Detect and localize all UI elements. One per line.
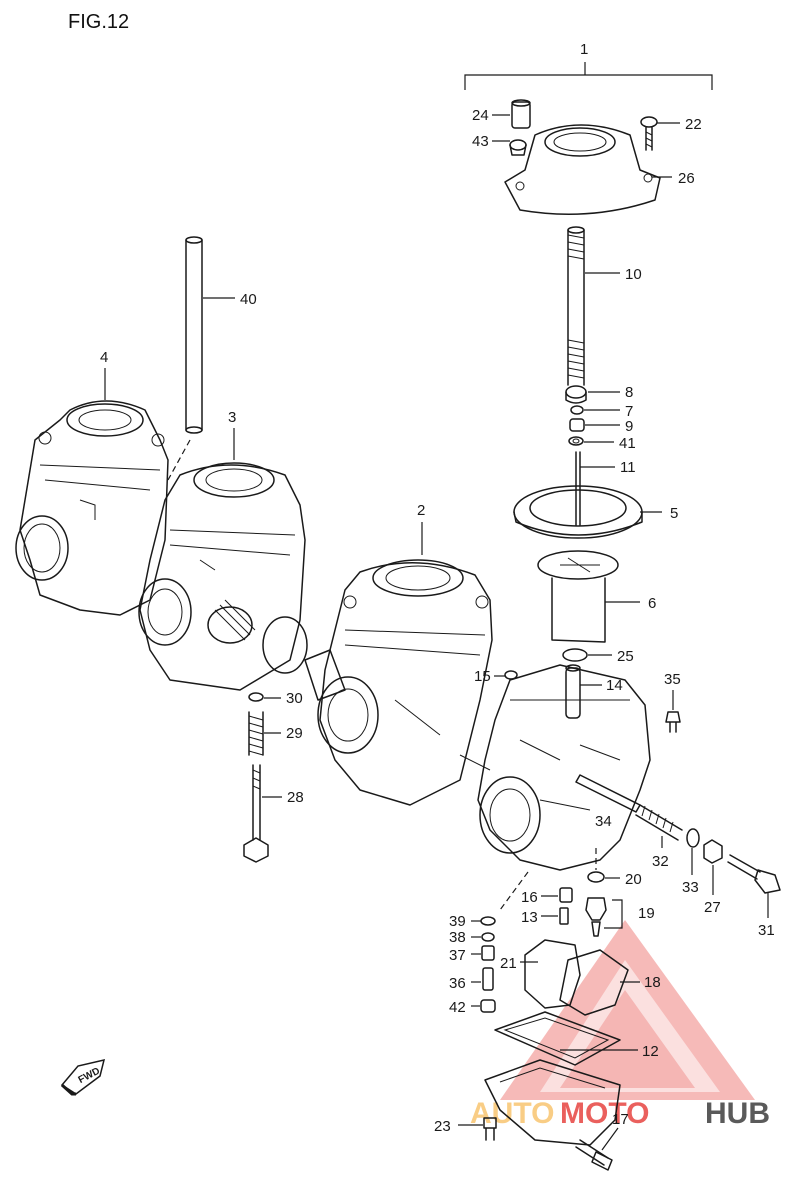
callout-37: 37	[449, 947, 466, 964]
part-33-washer	[686, 828, 700, 848]
callout-4: 4	[100, 349, 108, 366]
callout-8: 8	[625, 384, 633, 401]
part-15-o-ring	[504, 670, 518, 680]
callout-5: 5	[670, 505, 678, 522]
part-42-cap	[480, 999, 496, 1013]
part-16-jet	[559, 887, 573, 903]
callout-20: 20	[625, 871, 642, 888]
callout-23: 23	[434, 1118, 451, 1135]
part-19-float-valve	[585, 897, 607, 937]
callout-3: 3	[228, 409, 236, 426]
callout-35: 35	[664, 671, 681, 688]
part-27-nut	[703, 839, 723, 864]
leader-line-17	[601, 1127, 619, 1151]
callout-13: 13	[521, 909, 538, 926]
part-21-float	[524, 939, 581, 1009]
carburetor-2	[304, 559, 493, 806]
callout-43: 43	[472, 133, 489, 150]
callout-30: 30	[286, 690, 303, 707]
callout-38: 38	[449, 929, 466, 946]
connector-line-2	[499, 871, 529, 911]
part-8-seat	[565, 385, 587, 404]
callout-12: 12	[642, 1043, 659, 1060]
callout-25: 25	[617, 648, 634, 665]
callout-36: 36	[449, 975, 466, 992]
leader-line-19	[604, 899, 623, 929]
callout-19: 19	[638, 905, 655, 922]
callout-18: 18	[644, 974, 661, 991]
callout-2: 2	[417, 502, 425, 519]
watermark-logo	[500, 920, 755, 1100]
callout-16: 16	[521, 889, 538, 906]
callout-21: 21	[500, 955, 517, 972]
part-11-needle	[575, 451, 581, 526]
callout-31: 31	[758, 922, 775, 939]
callout-26: 26	[678, 170, 695, 187]
part-31-adjust-screw	[727, 854, 781, 894]
svg-text:MOTO: MOTO	[560, 1097, 649, 1130]
callout-40: 40	[240, 291, 257, 308]
carburetor-body-14	[477, 664, 651, 871]
part-22-screw	[640, 116, 658, 151]
callout-22: 22	[685, 116, 702, 133]
float-bowl	[484, 1059, 621, 1146]
part-24-cap	[511, 99, 531, 129]
part-18-float	[559, 949, 629, 1016]
callout-1: 1	[580, 41, 588, 58]
carburetor-4	[15, 400, 169, 616]
part-12-gasket	[494, 1011, 621, 1066]
callout-11: 11	[620, 459, 636, 476]
part-35-screw	[665, 711, 681, 733]
part-13-jet	[559, 907, 569, 925]
carburetor-3	[138, 462, 308, 691]
part-29-spring	[248, 711, 264, 756]
part-10-spring	[567, 226, 585, 386]
assembly-bracket-1	[464, 62, 713, 90]
callout-24: 24	[472, 107, 489, 124]
callout-6: 6	[648, 595, 656, 612]
svg-text:HUB: HUB	[705, 1097, 770, 1130]
part-28-bolt	[243, 764, 269, 863]
part-5-diaphragm	[513, 485, 643, 539]
callout-17: 17	[612, 1111, 629, 1128]
part-23-bolt	[483, 1117, 497, 1141]
figure-title: FIG.12	[68, 11, 129, 33]
part-25-o-ring	[562, 648, 588, 662]
part-7-clip	[570, 405, 584, 415]
callout-41: 41	[619, 435, 636, 452]
part-26-top-cover	[504, 124, 661, 215]
part-41-washer	[568, 436, 584, 446]
callout-33: 33	[682, 879, 699, 896]
fwd-arrow-badge: FWD	[60, 1058, 106, 1096]
part-38-washer	[481, 932, 495, 942]
part-9-spacer	[569, 418, 585, 432]
callout-34: 34	[595, 813, 612, 830]
callout-32: 32	[652, 853, 669, 870]
callout-15: 15	[474, 668, 491, 685]
watermark-text: AUTO MOTO HUB	[470, 1097, 770, 1130]
callout-29: 29	[286, 725, 303, 742]
connector-line-3	[167, 439, 191, 481]
callout-7: 7	[625, 403, 633, 420]
leader-lines	[104, 114, 769, 1151]
callout-27: 27	[704, 899, 721, 916]
part-32-spring	[635, 804, 683, 841]
callout-39: 39	[449, 913, 466, 930]
callout-42: 42	[449, 999, 466, 1016]
part-30-washer	[248, 692, 264, 702]
callout-14: 14	[606, 677, 623, 694]
callout-9: 9	[625, 418, 633, 435]
part-37-spring	[481, 945, 495, 961]
callout-28: 28	[287, 789, 304, 806]
part-39-o-ring	[480, 916, 496, 926]
part-36-screw	[482, 967, 494, 991]
part-6-piston	[537, 550, 619, 643]
part-17-drain-screw	[575, 1139, 613, 1171]
part-40-rod	[185, 236, 203, 434]
part-20-o-ring	[587, 871, 605, 883]
part-43-plug	[509, 139, 527, 156]
callout-10: 10	[625, 266, 642, 283]
callout-labels: 1234567891011121314151617181920212223242…	[100, 41, 775, 1135]
